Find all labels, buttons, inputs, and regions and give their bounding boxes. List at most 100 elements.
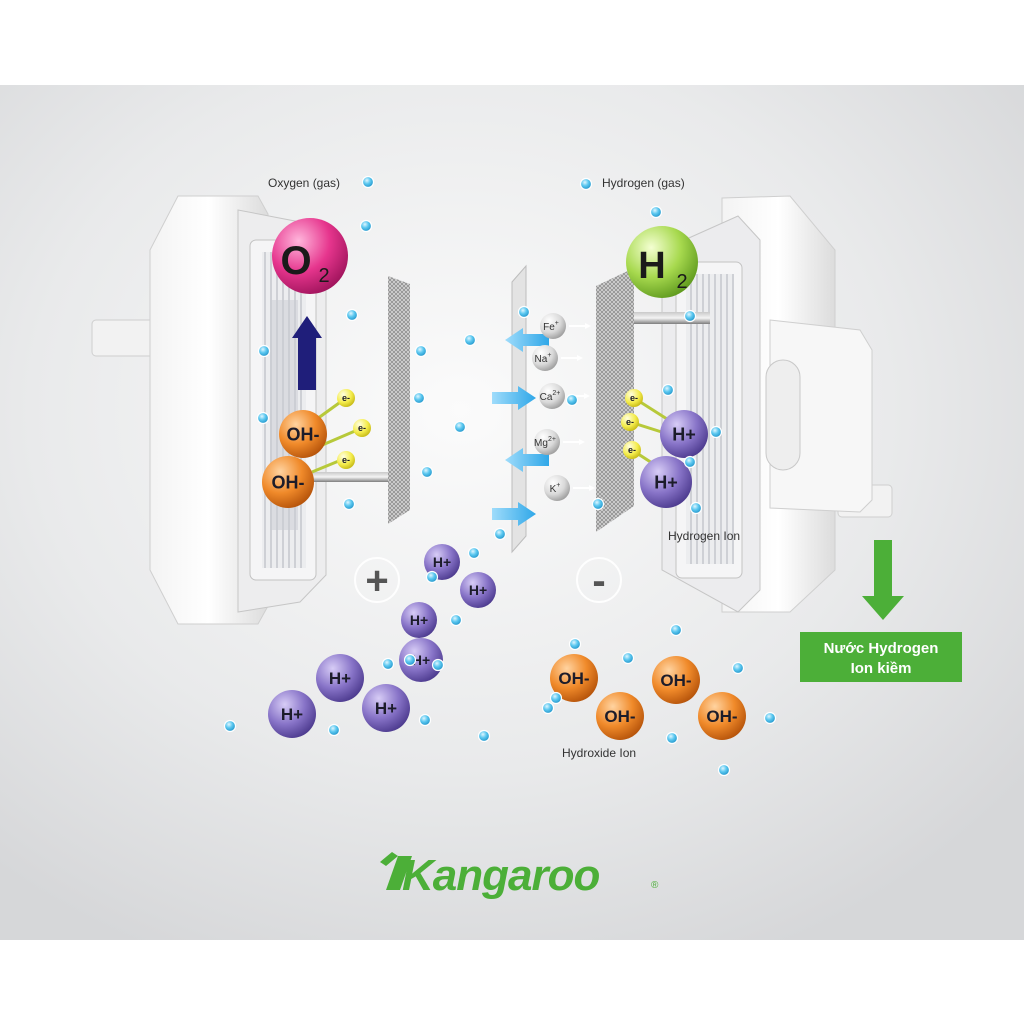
svg-text:H+: H+	[654, 472, 678, 492]
svg-text:H+: H+	[410, 612, 428, 628]
minus-sign: -	[592, 559, 605, 603]
bubble	[570, 639, 581, 650]
bubble	[765, 713, 776, 724]
bubble	[519, 307, 530, 318]
electron: e-	[353, 419, 371, 437]
bubble	[414, 393, 425, 404]
hydroxide-ion: OH-	[596, 692, 644, 740]
bubble	[427, 572, 438, 583]
svg-text:H+: H+	[433, 554, 451, 570]
bubble	[225, 721, 236, 732]
hydroxide-ion: OH-	[279, 410, 327, 458]
output-label-line1: Nước Hydrogen	[824, 640, 939, 657]
bubble	[469, 548, 480, 559]
hydrogen-ion: H+	[401, 602, 437, 638]
hydroxide-ion-label: Hydroxide Ion	[562, 746, 636, 760]
bubble	[567, 395, 578, 406]
bubble	[258, 413, 269, 424]
hydrogen-ion: H+	[460, 572, 496, 608]
svg-text:OH-: OH-	[272, 472, 305, 492]
electron: e-	[623, 441, 641, 459]
bubble	[711, 427, 722, 438]
o2-molecule: O 2	[272, 218, 348, 294]
svg-text:OH-: OH-	[706, 707, 737, 726]
h2-molecule: H 2	[626, 226, 698, 298]
svg-text:e-: e-	[626, 417, 634, 427]
bubble	[363, 177, 374, 188]
bubble	[495, 529, 506, 540]
hydroxide-ion: OH-	[262, 456, 314, 508]
bubble	[685, 311, 696, 322]
bubble	[420, 715, 431, 726]
svg-text:e-: e-	[342, 393, 350, 403]
svg-text:e-: e-	[342, 455, 350, 465]
bubble	[667, 733, 678, 744]
bubble	[344, 499, 355, 510]
bubble	[663, 385, 674, 396]
h2-subscript: 2	[676, 271, 687, 293]
oxygen-gas-label: Oxygen (gas)	[268, 176, 340, 190]
svg-text:e-: e-	[630, 393, 638, 403]
bubble	[361, 221, 372, 232]
o2-symbol: O	[280, 239, 311, 283]
hydrogen-ion: H+	[316, 654, 364, 702]
brand-registered-mark: ®	[651, 880, 659, 891]
hydrogen-ion: H+	[268, 690, 316, 738]
bubble	[593, 499, 604, 510]
anode-rod-shade	[312, 472, 394, 482]
svg-text:H+: H+	[672, 424, 696, 444]
electron: e-	[625, 389, 643, 407]
bubble	[465, 335, 476, 346]
bubble	[719, 765, 730, 776]
cathode-rod	[626, 312, 710, 324]
output-label-box: Nước Hydrogen Ion kiềm	[800, 632, 962, 682]
bubble	[451, 615, 462, 626]
svg-text:H+: H+	[375, 699, 397, 718]
bubble	[551, 693, 562, 704]
electron: e-	[337, 451, 355, 469]
bubble	[433, 660, 444, 671]
bubble	[651, 207, 662, 218]
svg-text:H+: H+	[469, 582, 487, 598]
bubble	[259, 346, 270, 357]
plus-sign: +	[365, 559, 388, 603]
electron: e-	[621, 413, 639, 431]
bubble	[383, 659, 394, 670]
bubble	[347, 310, 358, 321]
svg-text:e-: e-	[628, 445, 636, 455]
hydrogen-gas-label: Hydrogen (gas)	[602, 176, 685, 190]
brand-name: Kangaroo	[402, 851, 599, 900]
o2-subscript: 2	[318, 265, 329, 287]
hydrogen-ion-label: Hydrogen Ion	[668, 529, 740, 543]
bubble	[422, 467, 433, 478]
hydroxide-ion: OH-	[698, 692, 746, 740]
output-label-line2: Ion kiềm	[851, 660, 912, 677]
bubble	[543, 703, 554, 714]
bubble	[329, 725, 340, 736]
svg-text:H+: H+	[329, 669, 351, 688]
bubble	[733, 663, 744, 674]
bubble	[581, 179, 592, 190]
h2-symbol: H	[638, 245, 665, 287]
hydroxide-ion: OH-	[652, 656, 700, 704]
hydrogen-ion: H+	[362, 684, 410, 732]
bubble	[623, 653, 634, 664]
bubble	[691, 503, 702, 514]
svg-text:OH-: OH-	[558, 669, 589, 688]
bubble	[671, 625, 682, 636]
svg-text:H+: H+	[281, 705, 303, 724]
svg-text:OH-: OH-	[660, 671, 691, 690]
electron: e-	[337, 389, 355, 407]
svg-text:OH-: OH-	[287, 424, 320, 444]
bubble	[405, 655, 416, 666]
bubble	[685, 457, 696, 468]
hydrogen-ion: H+	[660, 410, 708, 458]
bubble	[479, 731, 490, 742]
svg-text:OH-: OH-	[604, 707, 635, 726]
bubble	[416, 346, 427, 357]
svg-text:e-: e-	[358, 423, 366, 433]
bubble	[455, 422, 466, 433]
anode-mesh	[388, 276, 410, 524]
